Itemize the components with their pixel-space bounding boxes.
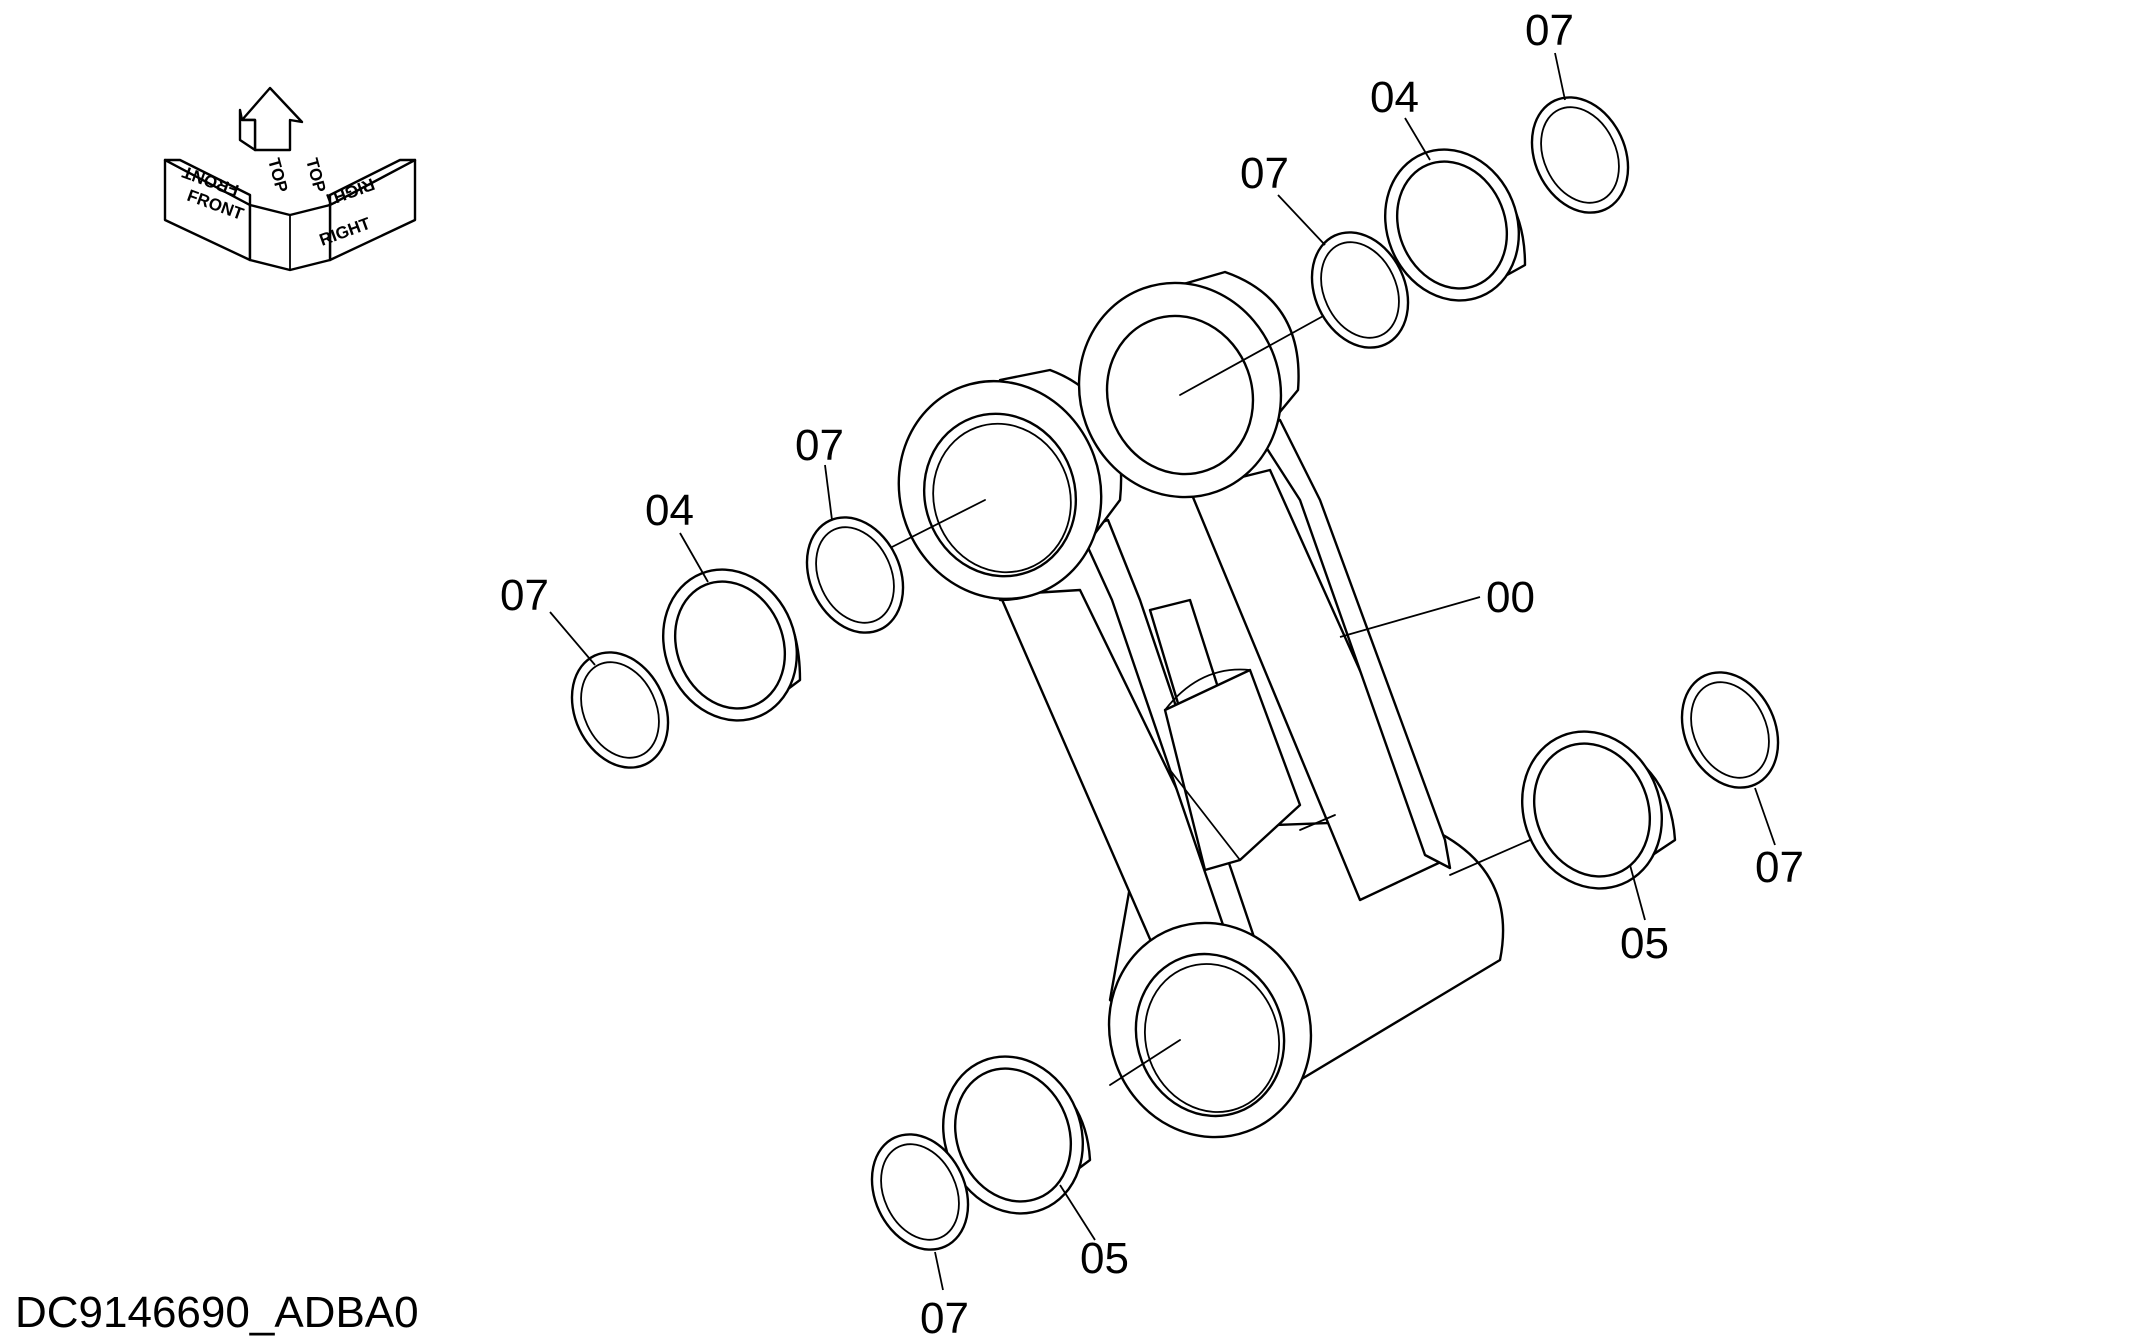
leader-lines (549, 52, 1776, 1291)
ring-07-right (1680, 671, 1780, 789)
ring-07-mid-right (1310, 231, 1410, 349)
link-body (897, 270, 1505, 1139)
callout-c5: 04 (1370, 73, 1419, 122)
bushing-04-left (661, 568, 802, 722)
bushing-05-right (1520, 730, 1677, 890)
orientation-top-label: TOP (264, 156, 291, 194)
callout-c4: 07 (1240, 149, 1289, 198)
callout-c3: 07 (795, 421, 844, 470)
callout-c1: 07 (500, 571, 549, 620)
callout-c8: 07 (1755, 843, 1804, 892)
bushing-05-lower (941, 1055, 1092, 1215)
callout-labels: 07 04 07 07 04 07 00 07 05 05 07 (500, 6, 1804, 1339)
ring-07-mid-left (805, 516, 905, 634)
bushing-04-right (1383, 148, 1527, 302)
ring-07-top-right (1530, 96, 1630, 214)
orientation-top-label-mirror: TOP (302, 156, 329, 194)
callout-c6: 07 (1525, 6, 1574, 55)
callout-c7: 00 (1486, 573, 1535, 622)
ring-07-bottom (870, 1133, 970, 1251)
orientation-icon: FRONT FRONT TOP TOP RIGHT RIGHT (163, 86, 417, 272)
drawing-id: DC9146690_ADBA0 (15, 1288, 419, 1337)
callout-c10: 05 (1080, 1234, 1129, 1283)
ring-07-far-left (570, 651, 670, 769)
callout-c2: 04 (645, 486, 694, 535)
callout-c11: 07 (920, 1294, 969, 1339)
callout-c9: 05 (1620, 919, 1669, 968)
